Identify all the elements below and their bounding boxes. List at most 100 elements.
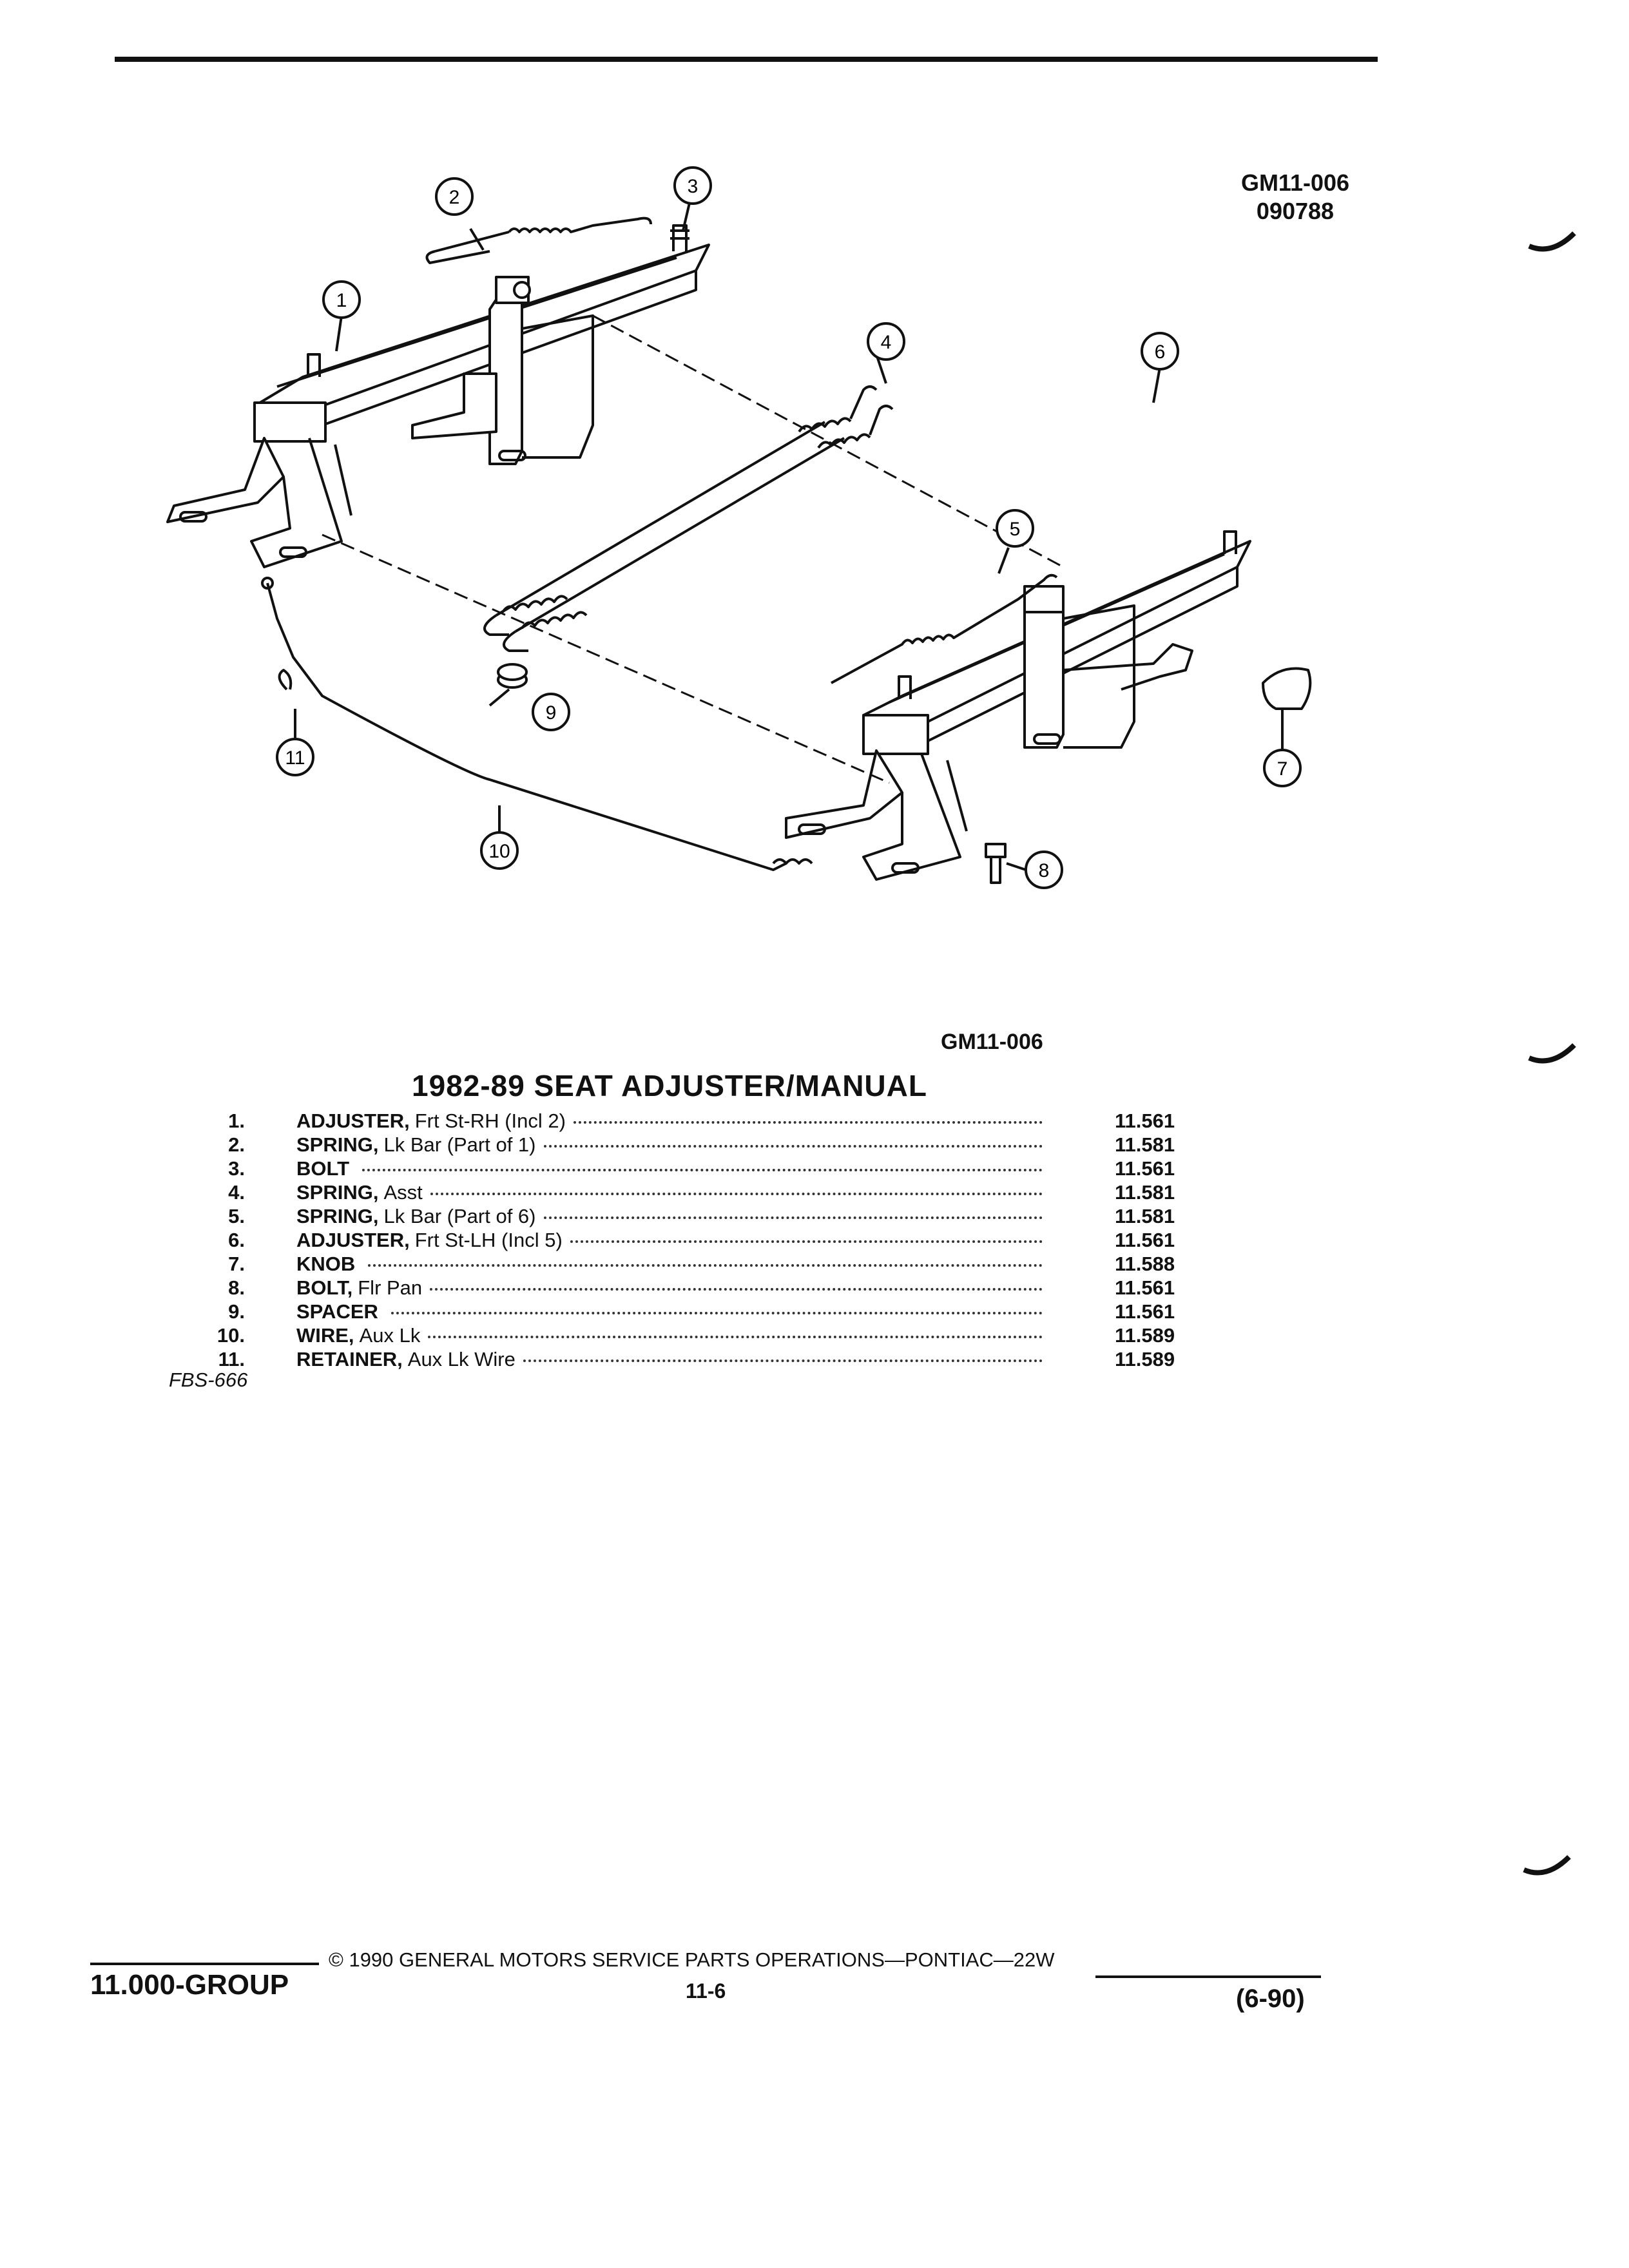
item-description: SPACER	[296, 1300, 1050, 1323]
item-description: SPRING,Lk Bar (Part of 1)	[296, 1133, 1050, 1157]
margin-mark	[1528, 1043, 1576, 1064]
item-number: 11.	[218, 1348, 245, 1370]
callout-8: 8	[1025, 850, 1063, 889]
item-name: BOLT	[296, 1157, 350, 1180]
svg-text:11: 11	[285, 747, 305, 769]
item-spec: Lk Bar (Part of 6)	[383, 1205, 536, 1227]
callout-9: 9	[532, 693, 570, 731]
item-ref: 11.561	[1115, 1110, 1175, 1132]
item-ref: 11.588	[1115, 1253, 1175, 1275]
page-title: 1982-89 SEAT ADJUSTER/MANUAL	[412, 1069, 927, 1102]
item-name: ADJUSTER,	[296, 1229, 410, 1251]
item-number: 4.	[228, 1181, 245, 1204]
item-ref: 11.561	[1115, 1229, 1175, 1251]
svg-text:7: 7	[1277, 758, 1288, 780]
seat-adjuster-illustration: 1 2 3 4 5 6 7 8 9 10 11	[166, 166, 1312, 889]
svg-text:2: 2	[449, 187, 460, 208]
item-description: ADJUSTER,Frt St-LH (Incl 5)	[296, 1229, 1050, 1252]
svg-text:5: 5	[1010, 519, 1021, 540]
svg-text:8: 8	[1039, 860, 1050, 881]
item-number: 1.	[228, 1110, 245, 1132]
leader-dots	[362, 1169, 1043, 1171]
alignment-lines	[322, 314, 1064, 784]
callout-11: 11	[276, 738, 314, 776]
list-item: 7. KNOB 11.588	[155, 1253, 1211, 1276]
leader-dots	[368, 1264, 1043, 1267]
footer-copyright: © 1990 GENERAL MOTORS SERVICE PARTS OPER…	[329, 1948, 1055, 1971]
leader-dots	[573, 1121, 1043, 1124]
item-name: BOLT,	[296, 1276, 353, 1299]
item-ref: 11.589	[1115, 1324, 1175, 1347]
item-ref: 11.561	[1115, 1157, 1175, 1180]
item-description: SPRING,Asst	[296, 1181, 1050, 1204]
item-spec: Aux Lk Wire	[407, 1348, 516, 1370]
item-name: WIRE,	[296, 1324, 354, 1347]
callout-6: 6	[1141, 332, 1179, 370]
figure-id: GM11-006	[1240, 169, 1350, 196]
list-item: 3. BOLT 11.561	[155, 1157, 1211, 1181]
footer-date: (6-90)	[1236, 1984, 1305, 2013]
lh-adjuster-drawing	[497, 530, 1312, 884]
item-spec: Frt St-RH (Incl 2)	[414, 1110, 566, 1132]
item-description: SPRING,Lk Bar (Part of 6)	[296, 1205, 1050, 1228]
item-name: RETAINER,	[296, 1348, 403, 1370]
list-item: 2. SPRING,Lk Bar (Part of 1) 11.581	[155, 1133, 1211, 1157]
aux-lock-wire-drawing	[261, 577, 813, 871]
item-number: 8.	[228, 1276, 245, 1299]
item-name: SPACER	[296, 1300, 378, 1323]
list-item: 11. RETAINER,Aux Lk Wire 11.589	[155, 1348, 1211, 1372]
rh-adjuster-drawing	[166, 216, 710, 568]
item-name: ADJUSTER,	[296, 1110, 410, 1132]
item-description: WIRE,Aux Lk	[296, 1324, 1050, 1347]
leader-dots	[390, 1312, 1043, 1314]
item-description: ADJUSTER,Frt St-RH (Incl 2)	[296, 1110, 1050, 1133]
list-item: 5.SPRING,Lk Bar (Part of 6)11.581	[155, 1205, 1211, 1229]
item-ref: 11.581	[1115, 1181, 1175, 1204]
margin-mark	[1528, 231, 1576, 252]
item-name: KNOB	[296, 1253, 356, 1275]
source-code: FBS-666	[169, 1369, 248, 1391]
item-description: RETAINER,Aux Lk Wire	[296, 1348, 1050, 1371]
figure-date-code: 090788	[1256, 198, 1335, 224]
svg-text:6: 6	[1155, 341, 1166, 363]
item-number: 5.	[228, 1205, 245, 1227]
page-number: 11-6	[686, 1979, 726, 2003]
footer-group: 11.000-GROUP	[90, 1969, 289, 2001]
item-spec: Lk Bar (Part of 1)	[383, 1133, 536, 1156]
callout-10: 10	[480, 831, 519, 870]
item-description: BOLT,Flr Pan	[296, 1276, 1050, 1300]
item-number: 3.	[228, 1157, 245, 1180]
leader-dots	[570, 1240, 1043, 1243]
callout-5: 5	[996, 509, 1034, 548]
leader-dots	[428, 1336, 1043, 1338]
svg-text:9: 9	[546, 702, 557, 724]
list-item: 4. SPRING,Asst 11.581	[155, 1181, 1211, 1205]
footer-rule-right	[1095, 1975, 1321, 1978]
item-ref: 11.561	[1115, 1300, 1175, 1323]
item-name: SPRING,	[296, 1181, 379, 1204]
item-spec: Frt St-LH (Incl 5)	[414, 1229, 563, 1251]
item-spec: Flr Pan	[358, 1276, 423, 1299]
svg-text:1: 1	[336, 290, 347, 311]
list-item: 1. ADJUSTER,Frt St-RH (Incl 2) 11.561	[155, 1110, 1211, 1133]
item-description: KNOB	[296, 1253, 1050, 1276]
item-number: 6.	[228, 1229, 245, 1251]
item-ref: 11.581	[1115, 1133, 1175, 1156]
figure-reference: GM11-006	[941, 1030, 1043, 1054]
item-number: 2.	[228, 1133, 245, 1156]
callout-1: 1	[322, 280, 361, 319]
item-ref: 11.589	[1115, 1348, 1175, 1370]
assist-springs-drawing	[483, 385, 894, 652]
leader-dots	[543, 1216, 1043, 1219]
leader-dots	[543, 1145, 1043, 1148]
item-number: 7.	[228, 1253, 245, 1275]
callout-4: 4	[867, 322, 905, 361]
footer-rule-left	[90, 1963, 319, 1965]
item-spec: Asst	[383, 1181, 423, 1204]
callout-3: 3	[673, 166, 712, 205]
list-item: 9. SPACER 11.561	[155, 1300, 1211, 1324]
item-number: 9.	[228, 1300, 245, 1323]
